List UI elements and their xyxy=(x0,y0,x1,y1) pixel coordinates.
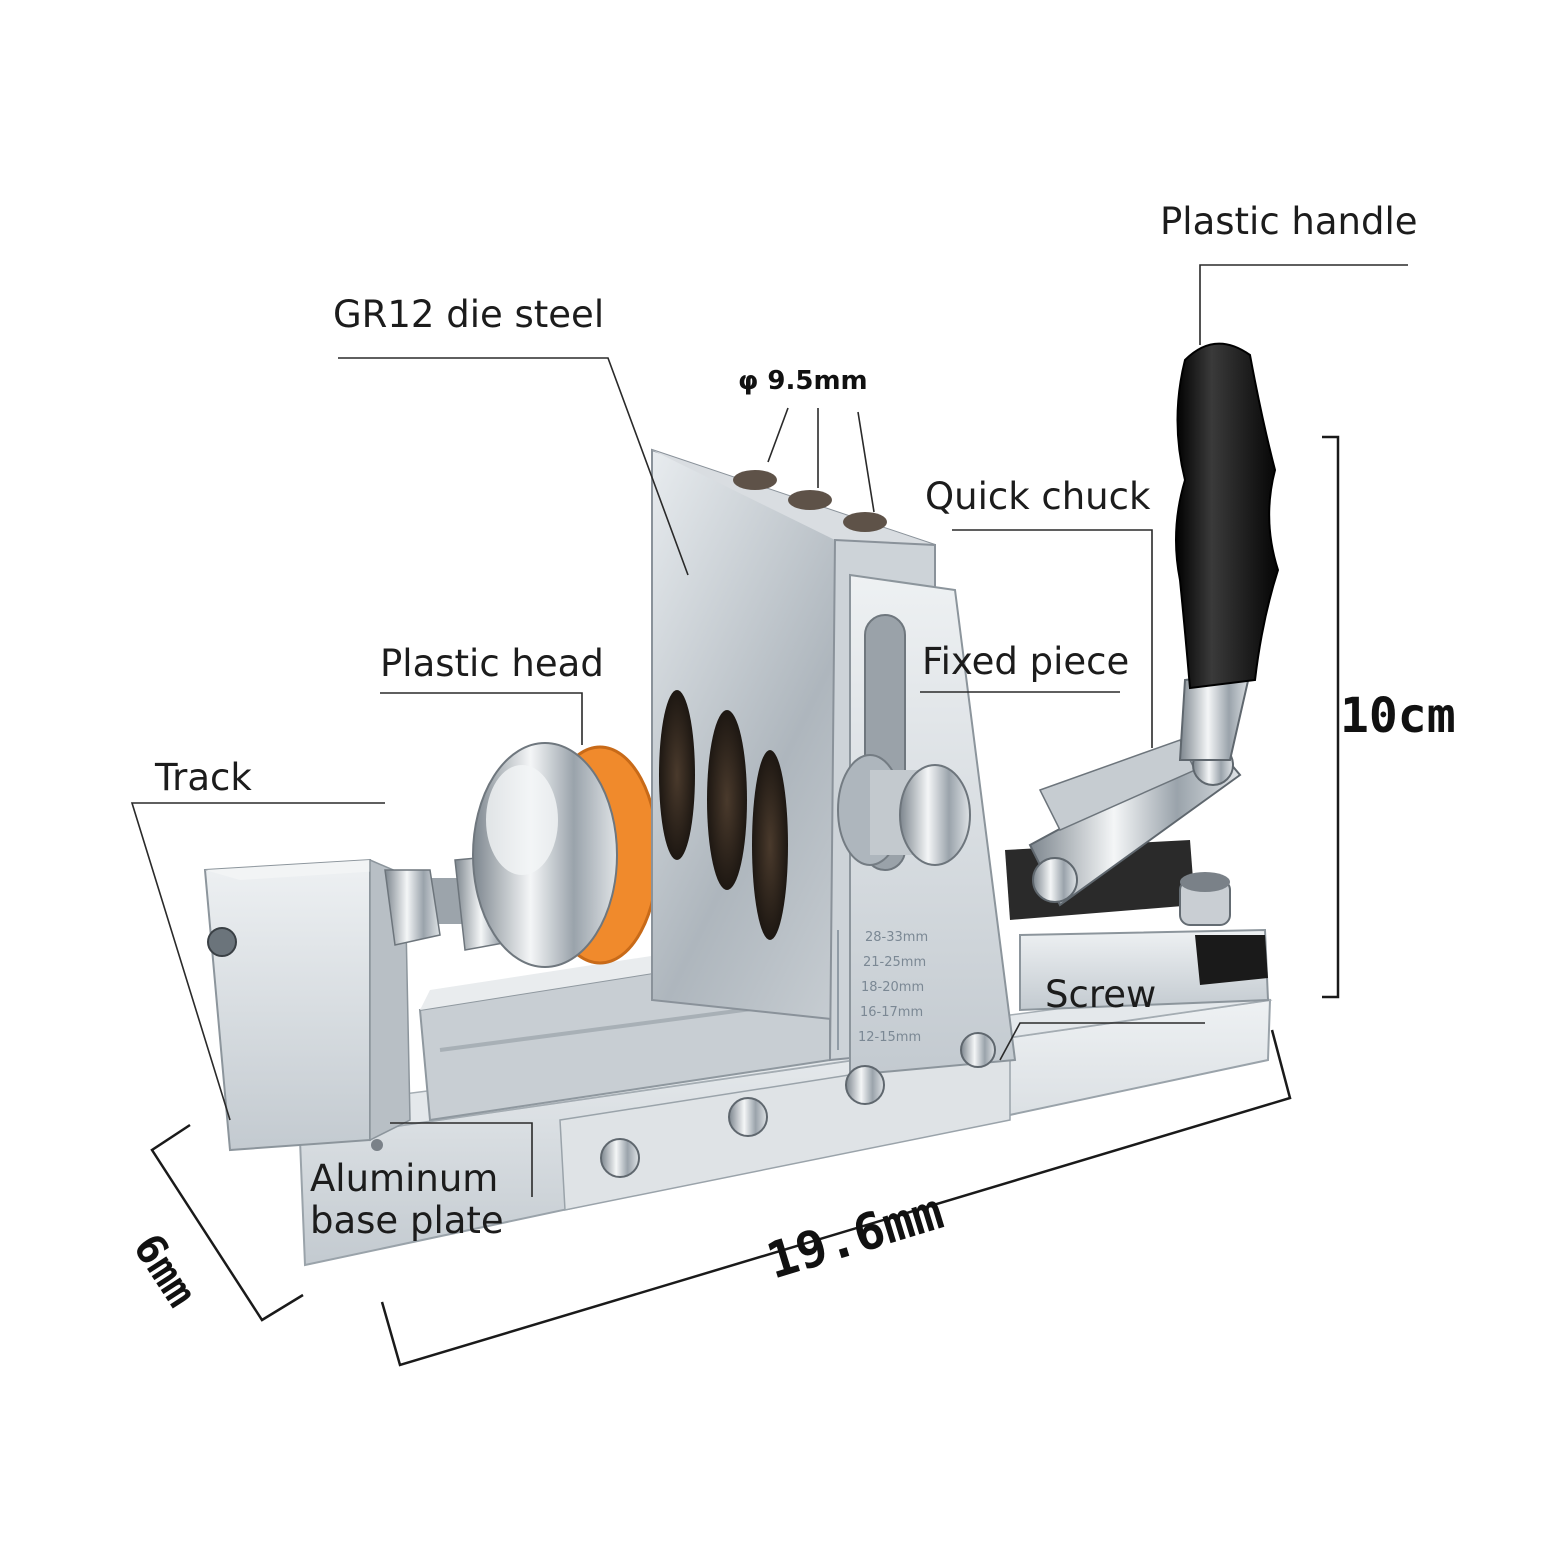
scale-mark: 21-25mm xyxy=(863,955,926,970)
leader-plastic-handle xyxy=(1199,264,1408,345)
label-base-plate-line1: Aluminum xyxy=(310,1157,499,1200)
track-block xyxy=(203,858,411,1152)
quick-chuck-assembly xyxy=(1005,670,1270,1012)
height-dimension-line xyxy=(1322,435,1340,999)
leader-plastic-head xyxy=(380,692,583,745)
scale-mark: 28-33mm xyxy=(865,930,928,945)
scale-markings: 28-33mm 21-25mm 18-20mm 16-17mm 12-15mm xyxy=(837,930,928,1050)
label-track: Track xyxy=(155,756,252,799)
label-plastic-handle: Plastic handle xyxy=(1160,200,1418,243)
label-quick-chuck: Quick chuck xyxy=(925,475,1151,518)
knurled-knob xyxy=(837,754,971,866)
label-base-plate: Aluminum base plate xyxy=(310,1158,504,1242)
leader-hole-3 xyxy=(857,411,875,513)
label-fixed-piece: Fixed piece xyxy=(922,640,1130,683)
length-dimension-line xyxy=(380,1029,1292,1367)
leader-screw xyxy=(999,1022,1205,1061)
label-screw: Screw xyxy=(1045,973,1157,1016)
plastic-handle xyxy=(1175,342,1280,690)
plastic-head xyxy=(472,742,660,968)
scale-mark: 12-15mm xyxy=(858,1030,921,1045)
leader-track xyxy=(130,802,385,1121)
leader-quick-chuck xyxy=(952,529,1153,748)
scale-mark: 16-17mm xyxy=(860,1005,923,1020)
label-plastic-head: Plastic head xyxy=(380,642,604,685)
leader-base-plate xyxy=(390,1122,533,1197)
label-hole-diameter: φ 9.5mm xyxy=(738,366,868,396)
scale-mark: 18-20mm xyxy=(861,980,924,995)
dimension-height: 10cm xyxy=(1340,688,1456,744)
leader-die-steel xyxy=(338,357,689,576)
dimension-lines xyxy=(150,435,1340,1367)
leader-hole-1 xyxy=(767,407,789,463)
label-die-steel: GR12 die steel xyxy=(333,293,605,336)
label-base-plate-line2: base plate xyxy=(310,1199,504,1242)
width-dimension-line xyxy=(150,1123,304,1322)
leader-lines xyxy=(130,264,1408,1197)
base-screws xyxy=(371,1065,885,1178)
